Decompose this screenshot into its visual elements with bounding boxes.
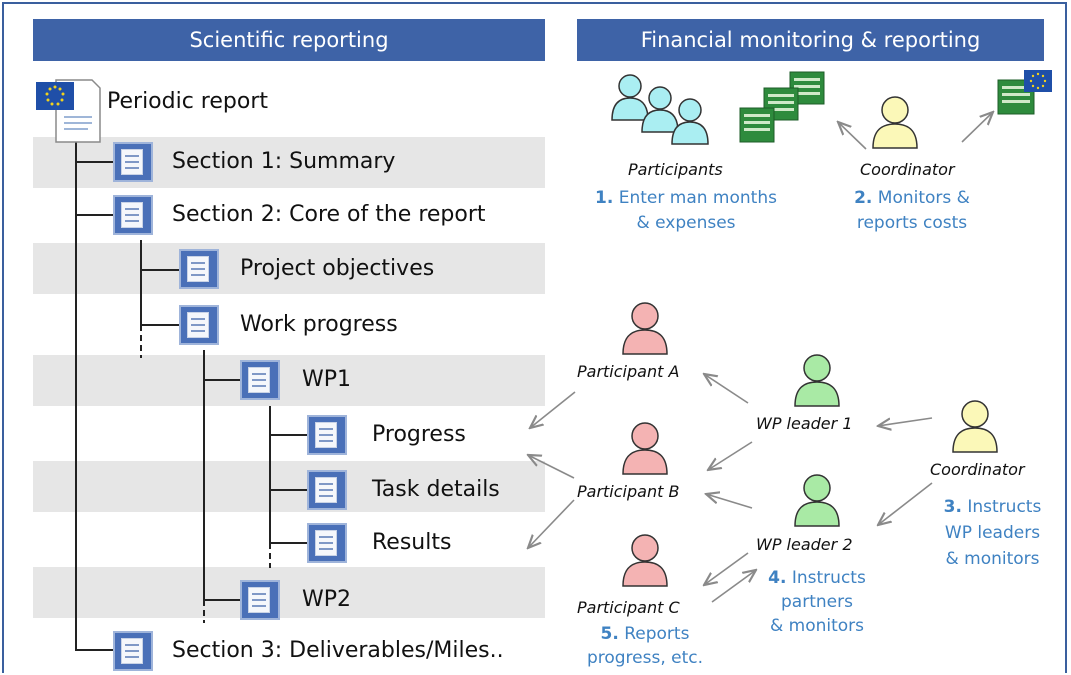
participant-a-label: Participant A — [577, 362, 680, 381]
wp-leader-1-label: WP leader 1 — [756, 414, 853, 433]
step3-line2: WP leaders — [944, 523, 1041, 543]
tree-node-section2[interactable]: Section 2: Core of the report — [172, 202, 486, 227]
tree-node-project-objectives[interactable]: Project objectives — [240, 256, 435, 281]
spreadsheet-stack-icon — [739, 71, 825, 143]
eu-document-icon — [36, 79, 101, 143]
step2-text: 2. Monitors & reports costs — [822, 186, 1002, 236]
wp-leader-2-label: WP leader 2 — [756, 535, 853, 554]
doc-icon — [307, 523, 347, 563]
row-band-wp2 — [33, 567, 545, 618]
step4-text: 4. Instructs partners & monitors — [752, 566, 882, 638]
tree-node-task-details[interactable]: Task details — [372, 477, 500, 502]
step3-number: 3. — [943, 497, 962, 517]
step5-line2: progress, etc. — [586, 648, 704, 668]
step1-text: 1. Enter man months & expenses — [576, 186, 796, 236]
participant-person-icon — [641, 86, 679, 133]
root-periodic-report-label: Periodic report — [107, 89, 268, 114]
participants-label: Participants — [628, 160, 723, 179]
doc-icon — [179, 249, 219, 289]
step4-line3: & monitors — [769, 616, 865, 636]
participant-person-icon — [611, 74, 649, 121]
participant-c-person-icon — [622, 534, 668, 587]
participant-person-icon — [671, 98, 709, 145]
participant-b-label: Participant B — [577, 482, 680, 501]
coordinator-workflow-person-icon — [952, 400, 998, 453]
step3-line3: & monitors — [945, 549, 1040, 569]
financial-reporting-header: Financial monitoring & reporting — [577, 19, 1044, 61]
step3-line1: Instructs — [967, 497, 1042, 517]
eu-spreadsheet-icon — [997, 70, 1052, 115]
doc-icon — [307, 470, 347, 510]
tree-node-work-progress[interactable]: Work progress — [240, 312, 398, 337]
tree-node-section1[interactable]: Section 1: Summary — [172, 149, 396, 174]
wp-leader-1-person-icon — [794, 354, 840, 407]
step1-line2: & expenses — [636, 213, 736, 233]
tree-node-results[interactable]: Results — [372, 530, 452, 555]
wp-leader-2-person-icon — [794, 474, 840, 527]
doc-icon — [113, 631, 153, 671]
coordinator-person-icon — [872, 96, 918, 149]
step5-number: 5. — [600, 624, 619, 644]
step4-line1: Instructs — [791, 568, 866, 588]
row-band-wp1 — [33, 355, 545, 406]
doc-icon — [240, 360, 280, 400]
participant-c-label: Participant C — [577, 598, 680, 617]
doc-icon — [113, 195, 153, 235]
doc-icon — [240, 580, 280, 620]
step3-text: 3. Instructs WP leaders & monitors — [925, 494, 1060, 572]
tree-connectors — [75, 118, 307, 651]
tree-node-wp2[interactable]: WP2 — [302, 587, 352, 612]
tree-node-progress[interactable]: Progress — [372, 422, 466, 447]
scientific-reporting-header: Scientific reporting — [33, 19, 545, 61]
flow-arrows — [528, 112, 993, 603]
step1-number: 1. — [595, 188, 614, 208]
row-band-objectives — [33, 243, 545, 294]
participant-b-person-icon — [622, 422, 668, 475]
coordinator-workflow-label: Coordinator — [930, 460, 1025, 479]
step2-number: 2. — [854, 188, 873, 208]
step1-line1: Enter man months — [618, 188, 777, 208]
step5-text: 5. Reports progress, etc. — [570, 622, 720, 670]
doc-icon — [179, 305, 219, 345]
row-band-task-details — [33, 461, 545, 512]
tree-node-wp1[interactable]: WP1 — [302, 367, 352, 392]
step4-line2: partners — [781, 592, 853, 612]
step2-line1: Monitors & — [877, 188, 970, 208]
doc-icon — [307, 415, 347, 455]
step4-number: 4. — [768, 568, 787, 588]
doc-icon — [113, 142, 153, 182]
participant-a-person-icon — [622, 302, 668, 355]
tree-node-section3[interactable]: Section 3: Deliverables/Miles.. — [172, 638, 504, 663]
step2-line2: reports costs — [856, 213, 968, 233]
step5-line1: Reports — [624, 624, 690, 644]
coordinator-label: Coordinator — [860, 160, 955, 179]
